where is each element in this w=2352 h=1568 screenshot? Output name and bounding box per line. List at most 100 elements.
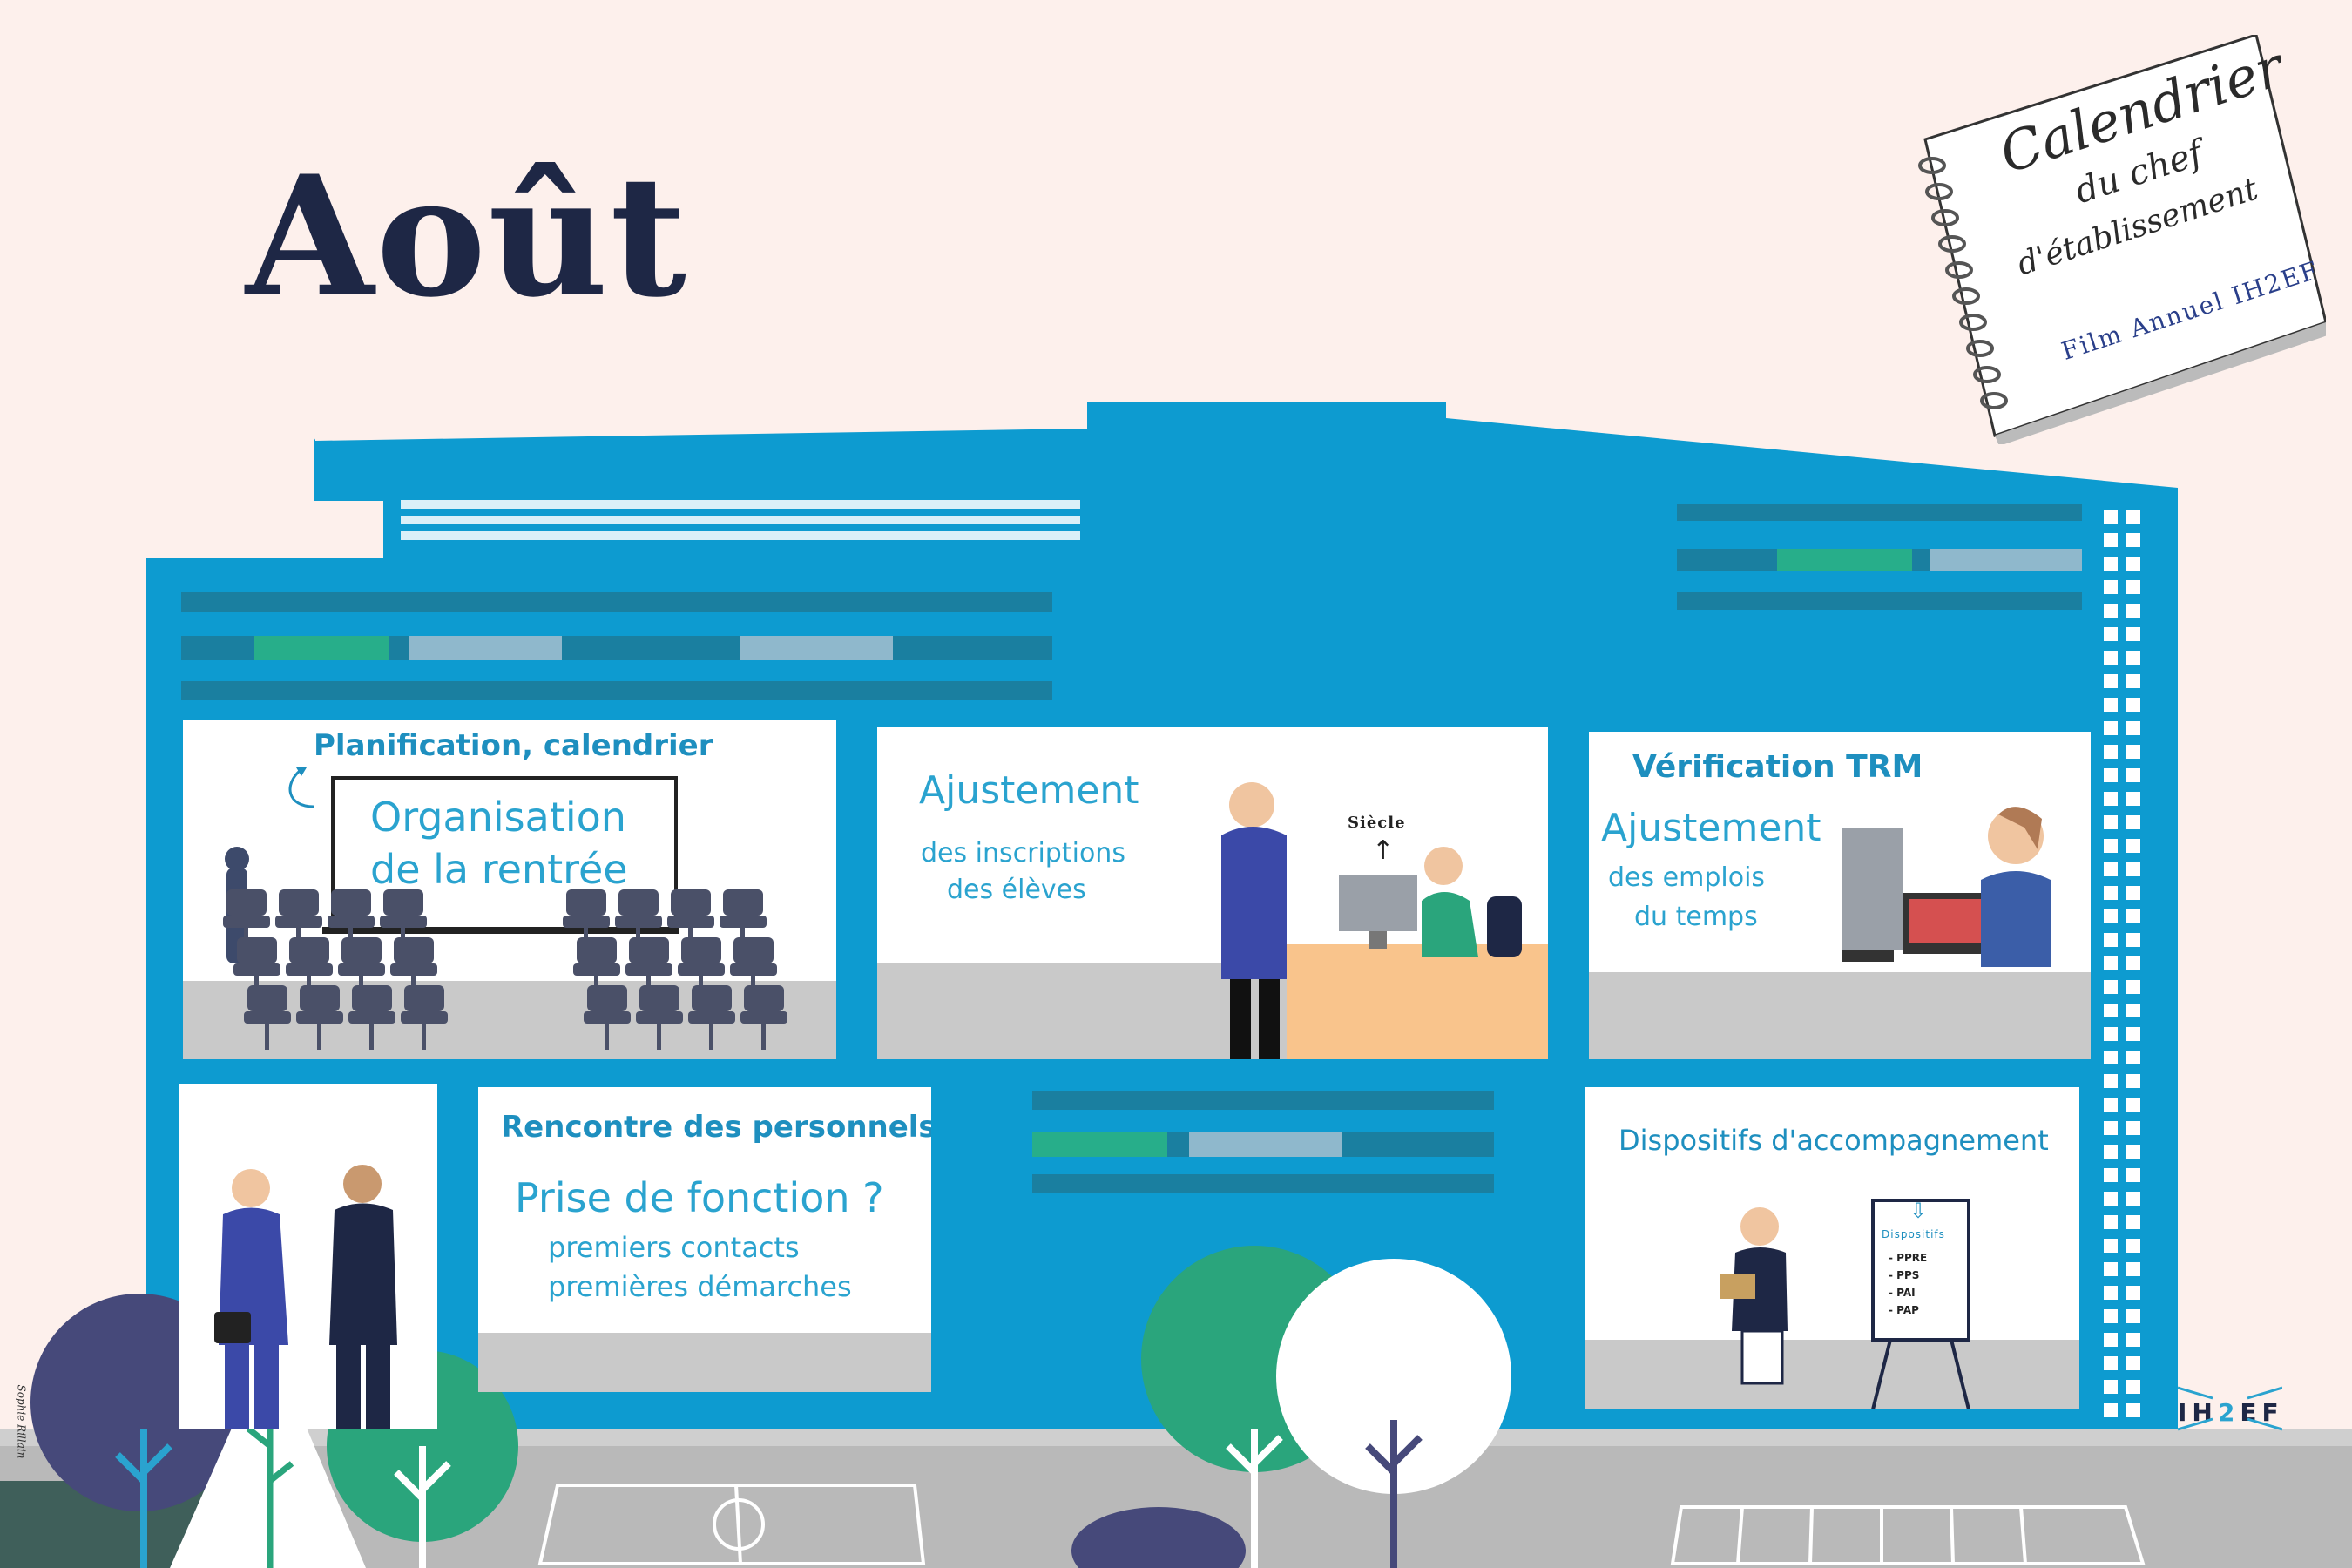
top-window-strip bbox=[401, 500, 1080, 540]
tower-window bbox=[2104, 768, 2118, 782]
tower-window bbox=[2104, 557, 2118, 571]
planning-screen-line-2: de la rentrée bbox=[370, 846, 628, 893]
timetable-title: Ajustement bbox=[1601, 806, 1821, 850]
tower-window bbox=[2126, 1356, 2140, 1370]
tower-window bbox=[2126, 510, 2140, 524]
tower-window bbox=[2126, 1121, 2140, 1135]
tower-window bbox=[2104, 745, 2118, 759]
middle-lower-windows bbox=[1032, 1091, 1494, 1193]
reception-desk-scene bbox=[1221, 782, 1548, 1059]
tower-window bbox=[2126, 1098, 2140, 1112]
tower-window bbox=[2104, 1098, 2118, 1112]
tower-window bbox=[2126, 698, 2140, 712]
ih2ef-logo: IH2EF bbox=[2178, 1386, 2284, 1431]
tower-window bbox=[2104, 1215, 2118, 1229]
tower-window bbox=[2104, 1286, 2118, 1300]
tower-window bbox=[2126, 839, 2140, 853]
office-computer-scene bbox=[1842, 807, 2051, 967]
tower-window bbox=[2104, 1168, 2118, 1182]
tower-window bbox=[2126, 1215, 2140, 1229]
tower-window bbox=[2104, 886, 2118, 900]
tower-window bbox=[2126, 886, 2140, 900]
chair-icon bbox=[296, 985, 343, 1050]
tower-window bbox=[2126, 721, 2140, 735]
building-top-block bbox=[1087, 402, 1446, 455]
tower-window bbox=[2126, 745, 2140, 759]
tower-window bbox=[2104, 1239, 2118, 1253]
tower-window bbox=[2104, 698, 2118, 712]
tower-window bbox=[2126, 1168, 2140, 1182]
tower-window bbox=[2104, 627, 2118, 641]
tower-window bbox=[2126, 1145, 2140, 1159]
tower-window bbox=[2126, 651, 2140, 665]
logo-lines bbox=[2178, 1386, 2282, 1431]
tower-window bbox=[2104, 580, 2118, 594]
siecle-sign: Siècle bbox=[1348, 814, 1406, 832]
tower-window bbox=[2126, 1403, 2140, 1417]
tower-window bbox=[2104, 956, 2118, 970]
chair-icon bbox=[584, 985, 631, 1050]
tower-window bbox=[2126, 980, 2140, 994]
tower-window bbox=[2104, 604, 2118, 618]
tower-window bbox=[2126, 627, 2140, 641]
tower-window bbox=[2104, 792, 2118, 806]
dispositif-item: - PPS bbox=[1889, 1269, 1920, 1281]
trees-middle bbox=[1071, 1246, 1511, 1568]
tower-window bbox=[2104, 980, 2118, 994]
timetable-line-1: des emplois bbox=[1608, 862, 1766, 893]
tower-window bbox=[2126, 1051, 2140, 1064]
tower-window bbox=[2126, 1309, 2140, 1323]
chair-icon bbox=[688, 985, 735, 1050]
month-title: Août bbox=[246, 139, 689, 334]
staff-line-1: premiers contacts bbox=[548, 1231, 800, 1264]
inscriptions-line-1: des inscriptions bbox=[921, 838, 1125, 868]
spiral-binding-icon bbox=[1918, 157, 2008, 409]
inscriptions-line-2: des élèves bbox=[947, 875, 1086, 905]
up-arrow-icon: ↑ bbox=[1372, 835, 1395, 866]
room-support: Dispositifs d'accompagnement ⇩ Dispositi… bbox=[1585, 1087, 2079, 1409]
room-inscriptions: Ajustement des inscriptions des élèves S… bbox=[877, 727, 1548, 1059]
tower-window bbox=[2126, 956, 2140, 970]
tower-window bbox=[2126, 1074, 2140, 1088]
tower-window bbox=[2104, 1403, 2118, 1417]
auditorium-chairs bbox=[223, 847, 787, 1050]
tower-window bbox=[2104, 1145, 2118, 1159]
court-markings bbox=[537, 1484, 2146, 1565]
room-planning: Planification, calendrier Organisation d… bbox=[183, 720, 836, 1059]
curved-arrow-icon bbox=[288, 767, 314, 808]
chair-icon bbox=[380, 889, 427, 954]
dispositif-item: - PAI bbox=[1889, 1287, 1916, 1299]
tower-window bbox=[2104, 533, 2118, 547]
tower-window bbox=[2104, 1380, 2118, 1394]
chair-icon bbox=[348, 985, 395, 1050]
planning-screen-line-1: Organisation bbox=[370, 794, 626, 841]
support-header: Dispositifs d'accompagnement bbox=[1619, 1124, 2049, 1157]
staff-title: Prise de fonction ? bbox=[515, 1174, 884, 1221]
tower-window bbox=[2104, 1192, 2118, 1206]
tower-window bbox=[2104, 721, 2118, 735]
staff-line-2: premières démarches bbox=[548, 1270, 852, 1303]
tower-window bbox=[2126, 604, 2140, 618]
tower-window bbox=[2104, 1051, 2118, 1064]
tower-window bbox=[2104, 1309, 2118, 1323]
right-tower-windows bbox=[2104, 510, 2140, 1417]
timetable-line-2: du temps bbox=[1634, 902, 1758, 932]
tower-window bbox=[2104, 1004, 2118, 1017]
logo-middle: 2 bbox=[2217, 1398, 2240, 1427]
tower-window bbox=[2126, 862, 2140, 876]
room-handshake bbox=[179, 1084, 437, 1429]
tower-window bbox=[2126, 792, 2140, 806]
room-timetable: Vérification TRM Ajustement des emplois … bbox=[1589, 732, 2091, 1059]
tower-window bbox=[2126, 815, 2140, 829]
flipchart-title: Dispositifs bbox=[1882, 1228, 1945, 1240]
tower-window bbox=[2126, 1239, 2140, 1253]
tower-window bbox=[2104, 1333, 2118, 1347]
planning-header: Planification, calendrier bbox=[314, 728, 713, 763]
tower-window bbox=[2126, 1262, 2140, 1276]
tower-window bbox=[2126, 1004, 2140, 1017]
artist-credit: Sophie Rillain bbox=[15, 1384, 28, 1459]
tower-window bbox=[2126, 580, 2140, 594]
upper-right-windows bbox=[1677, 504, 2082, 610]
tower-window bbox=[2126, 1333, 2140, 1347]
chair-icon bbox=[625, 937, 672, 1002]
